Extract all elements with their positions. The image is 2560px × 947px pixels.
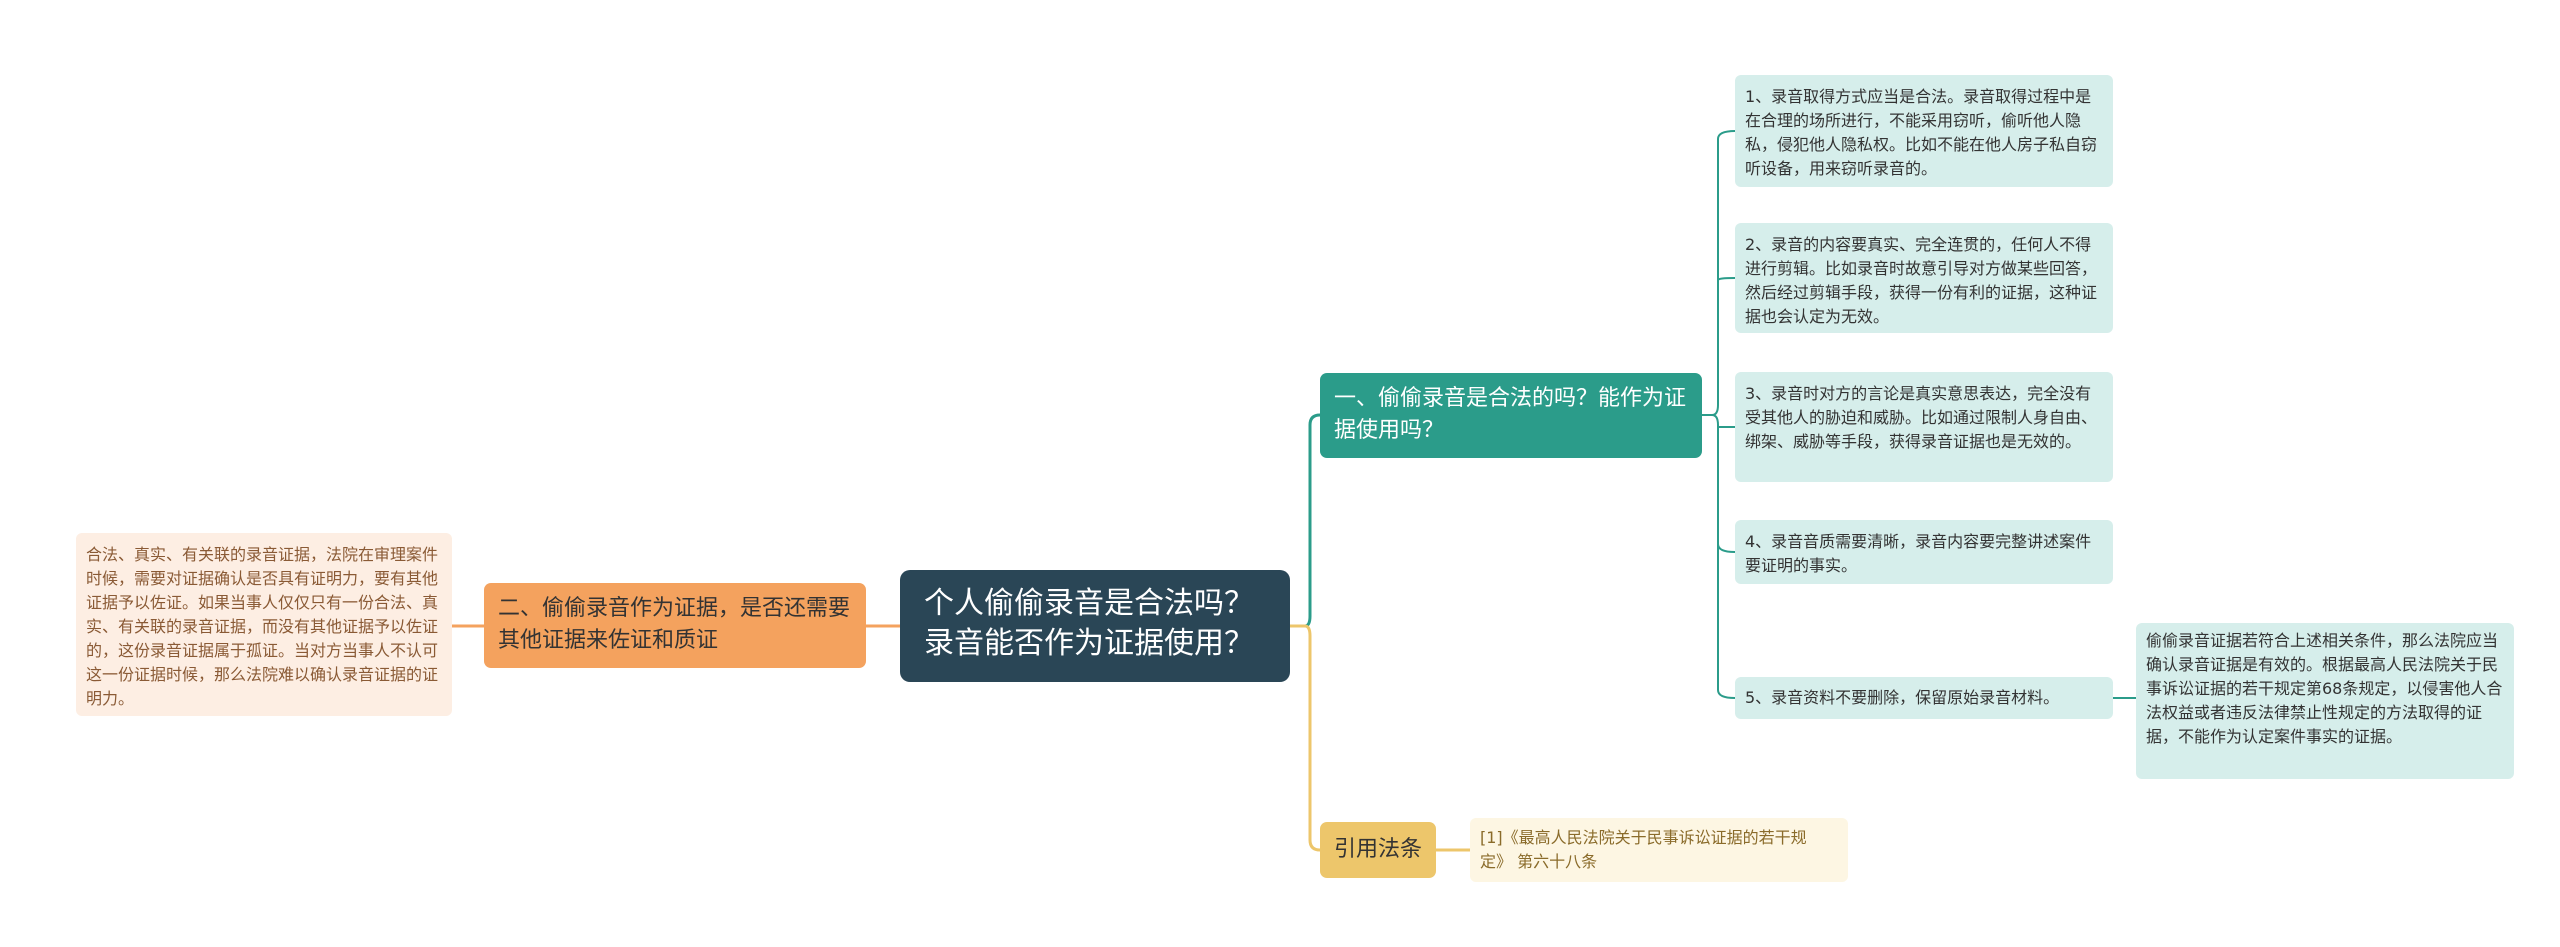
- legal-item-5-detail[interactable]: 偷偷录音证据若符合上述相关条件，那么法院应当确认录音证据是有效的。根据最高人民法…: [2136, 623, 2514, 779]
- branch-corroboration[interactable]: 二、偷偷录音作为证据，是否还需要其他证据来佐证和质证: [484, 583, 866, 668]
- legal-item-4[interactable]: 4、录音音质需要清晰，录音内容要完整讲述案件要证明的事实。: [1735, 520, 2113, 584]
- link-center-to-law: [1290, 624, 1321, 852]
- legal-item-5-detail-label: 偷偷录音证据若符合上述相关条件，那么法院应当确认录音证据是有效的。根据最高人民法…: [2146, 631, 2503, 746]
- legal-item-2[interactable]: 2、录音的内容要真实、完全连贯的，任何人不得进行剪辑。比如录音时故意引导对方做某…: [1735, 223, 2113, 333]
- branch-cited-law[interactable]: 引用法条: [1320, 822, 1436, 878]
- branch-corroboration-label: 二、偷偷录音作为证据，是否还需要其他证据来佐证和质证: [498, 596, 851, 653]
- legal-item-3[interactable]: 3、录音时对方的言论是真实意思表达，完全没有受其他人的胁迫和威胁。比如通过限制人…: [1735, 372, 2113, 482]
- cited-law-detail[interactable]: [1]《最高人民法院关于民事诉讼证据的若干规定》 第六十八条: [1470, 818, 1848, 882]
- cited-law-detail-label: [1]《最高人民法院关于民事诉讼证据的若干规定》 第六十八条: [1480, 828, 1807, 871]
- link-legal-to-item1: [1702, 130, 1736, 416]
- central-topic-label: 个人偷偷录音是合法吗？录音能否作为证据使用？: [924, 586, 1254, 661]
- link-legal-to-item4: [1702, 414, 1736, 553]
- link-center-to-legal: [1290, 413, 1321, 628]
- legal-item-5[interactable]: 5、录音资料不要删除，保留原始录音材料。: [1735, 677, 2113, 719]
- legal-item-1[interactable]: 1、录音取得方式应当是合法。录音取得过程中是在合理的场所进行，不能采用窃听，偷听…: [1735, 75, 2113, 187]
- branch-cited-law-label: 引用法条: [1333, 837, 1422, 862]
- corroboration-detail[interactable]: 合法、真实、有关联的录音证据，法院在审理案件时候，需要对证据确认是否具有证明力，…: [76, 533, 452, 716]
- legal-item-4-label: 4、录音音质需要清晰，录音内容要完整讲述案件要证明的事实。: [1745, 532, 2092, 575]
- link-legal-to-item3: [1717, 425, 1735, 428]
- branch-legality[interactable]: 一、偷偷录音是合法的吗？能作为证据使用吗？: [1320, 373, 1702, 458]
- legal-item-2-label: 2、录音的内容要真实、完全连贯的，任何人不得进行剪辑。比如录音时故意引导对方做某…: [1745, 235, 2098, 326]
- legal-item-1-label: 1、录音取得方式应当是合法。录音取得过程中是在合理的场所进行，不能采用窃听，偷听…: [1745, 87, 2098, 178]
- branch-legality-label: 一、偷偷录音是合法的吗？能作为证据使用吗？: [1334, 386, 1687, 443]
- legal-item-5-label: 5、录音资料不要删除，保留原始录音材料。: [1745, 688, 2060, 707]
- legal-item-3-label: 3、录音时对方的言论是真实意思表达，完全没有受其他人的胁迫和威胁。比如通过限制人…: [1745, 384, 2098, 451]
- link-legal-to-item2: [1717, 277, 1736, 281]
- central-topic[interactable]: 个人偷偷录音是合法吗？录音能否作为证据使用？: [900, 570, 1290, 682]
- link-legal-to-item5: [1717, 540, 1736, 699]
- corroboration-detail-label: 合法、真实、有关联的录音证据，法院在审理案件时候，需要对证据确认是否具有证明力，…: [86, 545, 439, 708]
